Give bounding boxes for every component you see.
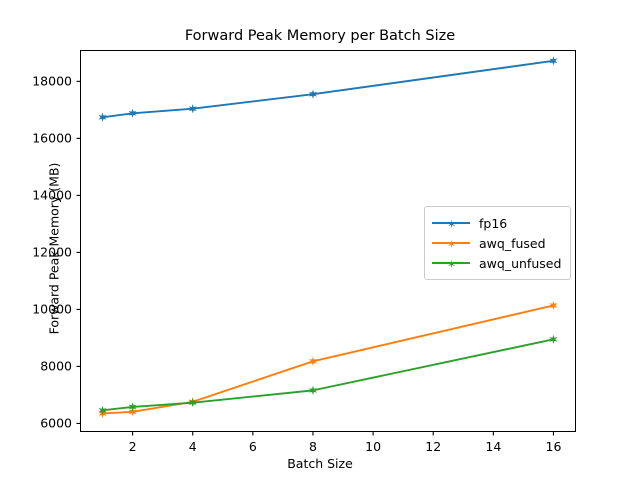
data-point-marker (98, 405, 107, 415)
legend-label: awq_unfused (479, 255, 562, 271)
data-point-marker (549, 300, 558, 311)
legend-label: fp16 (479, 215, 508, 231)
legend-item-awq_unfused: ✶ awq_unfused (432, 253, 561, 273)
legend-item-awq_fused: ✶ awq_fused (432, 233, 561, 253)
y-tick-label: 8000 (40, 358, 72, 374)
x-tick-label: 4 (188, 439, 197, 454)
data-point-marker (308, 89, 317, 99)
legend-star-icon: ✶ (447, 217, 457, 231)
y-tick-label: 14000 (32, 187, 72, 203)
x-tick-label: 8 (308, 439, 317, 454)
y-tick-label: 6000 (40, 415, 72, 431)
tick-marks-layer (76, 80, 555, 436)
series-line-awq_fused (101, 304, 555, 415)
x-tick-label: 10 (365, 439, 382, 454)
series-layer (98, 56, 558, 419)
legend-label: awq_fused (479, 235, 546, 251)
data-point-marker (128, 108, 137, 118)
legend-swatch: ✶ (432, 216, 470, 230)
x-tick-label: 16 (545, 439, 562, 454)
x-tick-label: 12 (425, 439, 442, 454)
legend-swatch: ✶ (432, 256, 470, 270)
legend-item-fp16: ✶ fp16 (432, 213, 561, 233)
data-point-marker (98, 112, 107, 122)
x-tick-label: 14 (485, 439, 502, 454)
series-line-fp16 (101, 59, 555, 119)
y-tick-label: 10000 (32, 301, 72, 317)
x-axis-label: Batch Size (287, 456, 353, 471)
data-point-marker (188, 398, 197, 408)
x-tick-label: 2 (128, 439, 137, 454)
y-axis-label: Forward Peak Memory (MB) (46, 162, 62, 335)
data-point-marker (308, 356, 317, 366)
legend-line (432, 242, 470, 244)
data-point-marker (188, 104, 197, 114)
data-point-marker (128, 407, 137, 417)
data-point-marker (549, 334, 558, 344)
data-point-marker (128, 402, 137, 412)
data-point-marker (549, 56, 558, 66)
data-point-marker (308, 385, 317, 395)
chart-title: Forward Peak Memory per Batch Size (184, 28, 456, 44)
x-tick-label: 6 (248, 439, 257, 454)
legend-swatch: ✶ (432, 236, 470, 250)
y-tick-label: 12000 (32, 244, 72, 260)
y-tick-label: 18000 (32, 73, 72, 89)
chart-legend: ✶ fp16 ✶ awq_fused ✶ awq_unfused (424, 206, 572, 280)
y-tick-label: 16000 (32, 130, 72, 146)
legend-star-icon: ✶ (447, 257, 457, 271)
series-line-awq_unfused (101, 338, 555, 412)
legend-line (432, 222, 470, 224)
legend-line (432, 262, 470, 264)
legend-star-icon: ✶ (447, 237, 457, 251)
